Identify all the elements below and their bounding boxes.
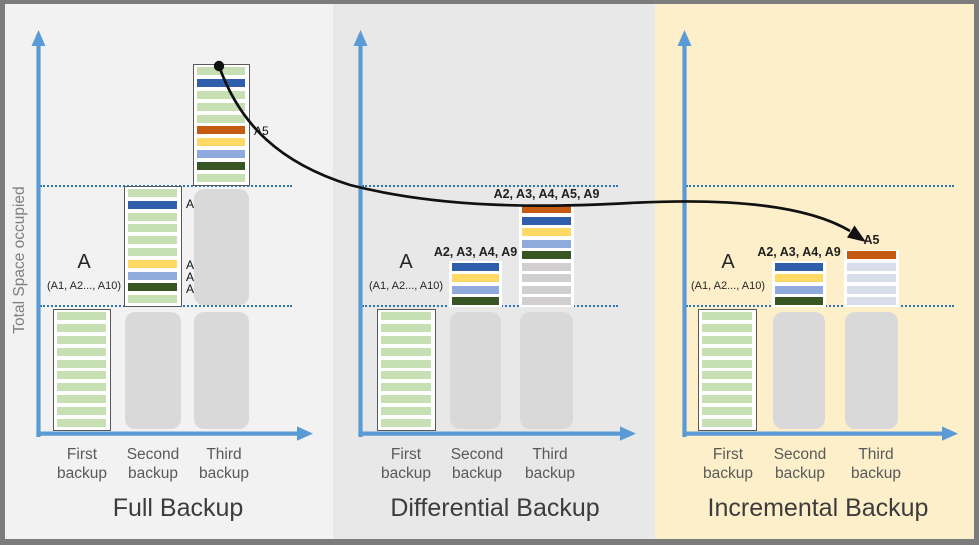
data-stripe-gray — [522, 274, 571, 283]
data-stripe-green — [381, 323, 431, 332]
data-stripe-bluegray — [847, 285, 896, 294]
x-axis-label-third: Third backup — [525, 446, 575, 483]
data-stripe-darkgreen — [522, 251, 571, 260]
data-stripe-green — [702, 359, 752, 368]
data-stripe-green — [702, 383, 752, 392]
data-stripe-green — [381, 347, 431, 356]
x-axis-label-third: Third backup — [851, 446, 901, 483]
stripe-stack — [844, 249, 899, 307]
data-stripe-green — [381, 371, 431, 380]
data-stripe-green — [381, 335, 431, 344]
striped-backup-box — [698, 309, 757, 431]
placeholder-bar — [520, 312, 573, 429]
data-stripe-orange — [847, 251, 896, 260]
bar-a-sublabel: (A1, A2..., A10) — [691, 280, 765, 292]
data-stripe-yellow — [128, 259, 177, 268]
data-stripe-green — [702, 335, 752, 344]
bar-a-label: A — [721, 251, 735, 273]
x-axis-label-second: Second backup — [450, 446, 504, 483]
stripe-stack — [449, 261, 502, 307]
data-stripe-green — [57, 395, 106, 404]
data-stripe-green — [128, 236, 177, 245]
data-stripe-green — [57, 383, 106, 392]
data-stripe-green — [57, 371, 106, 380]
data-stripe-darkgreen — [128, 283, 177, 292]
striped-backup-box — [377, 309, 436, 431]
data-stripe-green — [128, 212, 177, 221]
data-stripe-green — [57, 347, 106, 356]
data-stripe-blue — [452, 262, 499, 271]
data-stripe-green — [57, 311, 106, 320]
data-stripe-green — [381, 407, 431, 416]
data-stripe-green — [381, 359, 431, 368]
data-stripe-green — [57, 419, 106, 428]
data-stripe-green — [128, 295, 177, 304]
data-stripe-green — [381, 383, 431, 392]
data-stripe-green — [381, 395, 431, 404]
data-stripe-green — [128, 224, 177, 233]
striped-backup-box — [53, 309, 111, 431]
bar-a-label: A — [399, 251, 413, 273]
data-stripe-yellow — [775, 274, 823, 283]
data-stripe-green — [381, 419, 431, 428]
panel-title: Differential Backup — [390, 494, 600, 522]
stripe-stack-label: A2, A3, A4, A9 — [433, 244, 518, 259]
data-stripe-lightblue — [452, 285, 499, 294]
x-axis-label-first: First backup — [381, 446, 431, 483]
stripe-stack-label: A5 — [863, 233, 880, 247]
data-stripe-green — [702, 407, 752, 416]
data-stripe-green — [381, 311, 431, 320]
x-axis-label-first: First backup — [57, 446, 107, 483]
data-stripe-green — [57, 407, 106, 416]
striped-backup-box — [124, 186, 182, 307]
data-stripe-gray — [522, 297, 571, 306]
stripe-stack-label: A2, A3, A4, A9 — [757, 244, 841, 259]
bar-a-label: A — [77, 251, 91, 273]
data-stripe-green — [57, 323, 106, 332]
x-axis-label-second: Second backup — [773, 446, 827, 483]
data-stripe-green — [57, 359, 106, 368]
x-axis-label-third: Third backup — [199, 446, 249, 483]
stripe-stack — [772, 261, 826, 307]
x-axis-label-first: First backup — [703, 446, 753, 483]
data-stripe-gray — [522, 285, 571, 294]
data-stripe-gray — [522, 262, 571, 271]
data-stripe-bluegray — [847, 297, 896, 306]
data-stripe-lightblue — [775, 285, 823, 294]
data-stripe-yellow — [522, 228, 571, 237]
panel-title: Incremental Backup — [707, 494, 929, 522]
data-stripe-bluegray — [847, 262, 896, 271]
data-stripe-green — [128, 188, 177, 197]
data-stripe-green — [128, 247, 177, 256]
data-stripe-green — [702, 323, 752, 332]
data-stripe-green — [702, 395, 752, 404]
placeholder-bar — [194, 312, 249, 429]
data-stripe-green — [57, 335, 106, 344]
data-stripe-yellow — [452, 274, 499, 283]
data-stripe-green — [702, 347, 752, 356]
data-stripe-blue — [775, 262, 823, 271]
placeholder-bar — [125, 312, 181, 429]
data-stripe-blue — [128, 200, 177, 209]
bar-a-sublabel: (A1, A2..., A10) — [369, 280, 443, 292]
data-stripe-darkgreen — [452, 297, 499, 306]
data-stripe-darkgreen — [775, 297, 823, 306]
placeholder-bar — [845, 312, 898, 429]
data-stripe-lightblue — [522, 239, 571, 248]
data-stripe-lightblue — [128, 271, 177, 280]
panel-title: Full Backup — [112, 494, 244, 522]
placeholder-bar — [773, 312, 825, 429]
data-stripe-green — [702, 419, 752, 428]
data-stripe-green — [702, 371, 752, 380]
x-axis-label-second: Second backup — [126, 446, 180, 483]
placeholder-bar — [450, 312, 501, 429]
data-stripe-bluegray — [847, 274, 896, 283]
bar-a-sublabel: (A1, A2..., A10) — [47, 280, 121, 292]
data-stripe-green — [702, 311, 752, 320]
